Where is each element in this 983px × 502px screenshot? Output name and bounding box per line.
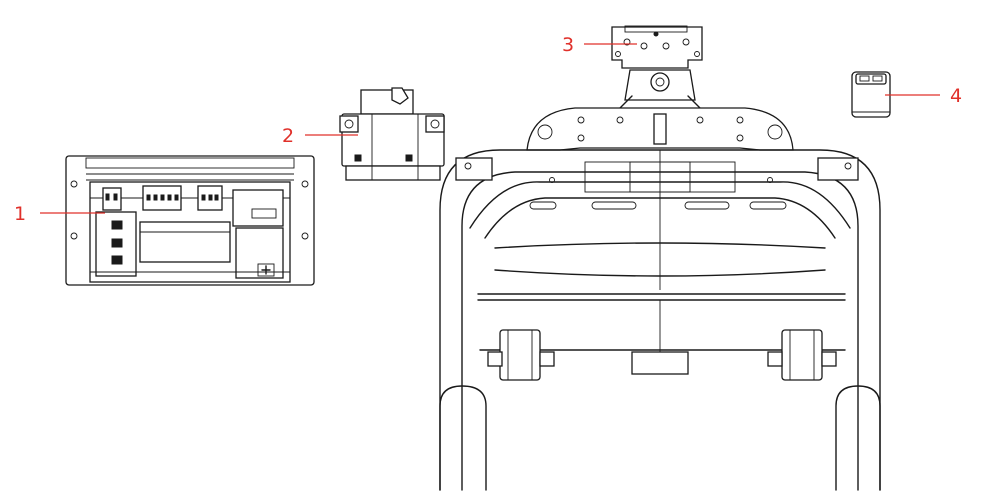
connector-cap-part [851,71,891,118]
callout-1: 1 [14,203,105,225]
main-frame-assembly [439,69,881,491]
circuit-breaker-part [339,87,445,181]
callout-label-1: 1 [14,203,26,225]
callout-2: 2 [282,125,358,147]
callout-label-2: 2 [282,125,294,147]
control-box-part [65,155,315,286]
callout-label-4: 4 [950,85,962,107]
callout-label-3: 3 [562,34,574,56]
callout-4: 4 [885,85,962,107]
callout-3: 3 [562,34,637,56]
mounting-bracket-part [611,25,703,69]
